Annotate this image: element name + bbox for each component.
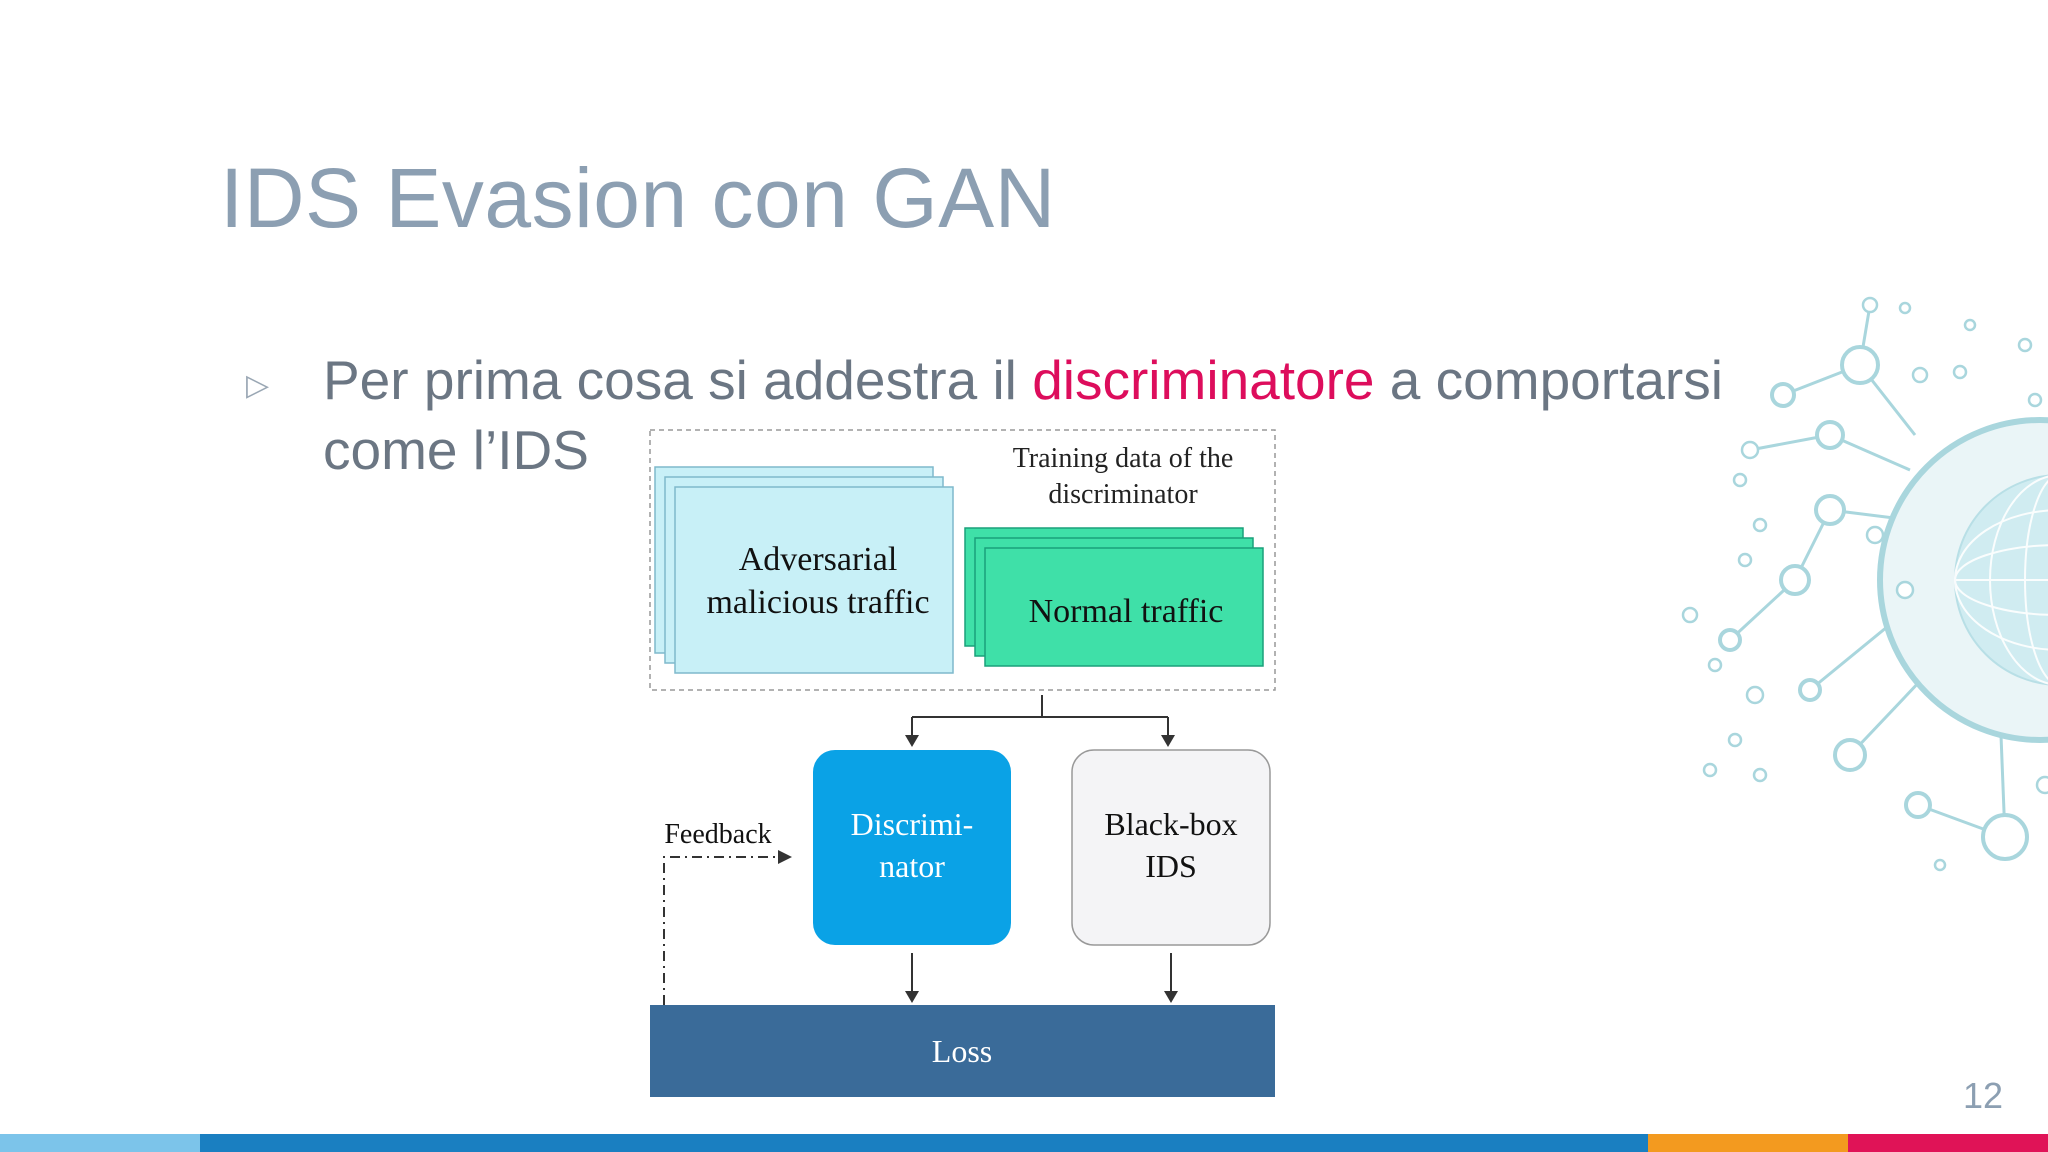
blackbox-ids-box — [1071, 749, 1271, 946]
bar-segment-blue — [200, 1134, 1648, 1152]
normal-traffic-label: Normal traffic — [1029, 593, 1224, 630]
blackbox-label-line2: IDS — [1145, 848, 1197, 884]
adversarial-traffic-stack — [654, 466, 954, 674]
gan-discriminator-diagram: Adversarial malicious traffic Training d… — [649, 429, 1276, 1097]
bar-segment-orange — [1648, 1134, 1848, 1152]
slide-title: IDS Evasion con GAN — [220, 151, 1056, 245]
adversarial-label-line1: Adversarial — [739, 541, 898, 578]
feedback-arrow — [663, 850, 792, 1005]
normal-traffic-stack — [964, 527, 1264, 667]
training-label-line2: discriminator — [1048, 479, 1198, 510]
adversarial-label-line2: malicious traffic — [706, 584, 929, 621]
bar-segment-light-blue — [0, 1134, 200, 1152]
discriminator-box — [813, 750, 1011, 945]
bullet-highlight: discriminatore — [1032, 349, 1375, 411]
training-data-container — [649, 429, 1276, 691]
loss-label: Loss — [932, 1033, 992, 1069]
training-label-line1: Training data of the — [1013, 443, 1234, 474]
feedback-label: Feedback — [664, 819, 771, 850]
bar-segment-pink — [1848, 1134, 2048, 1152]
bullet-text: Per prima cosa si addestra il discrimina… — [323, 345, 1773, 485]
blackbox-label-line1: Black-box — [1104, 806, 1237, 842]
loss-box — [650, 1005, 1275, 1097]
bullet-text-before: Per prima cosa si addestra il — [323, 349, 1033, 411]
branch-arrows — [905, 695, 1175, 747]
network-globe-decoration — [1681, 296, 2048, 872]
bullet-marker-icon: ▷ — [246, 369, 270, 402]
discriminator-label-line1: Discrimi- — [851, 806, 974, 842]
discriminator-label-line2: nator — [879, 848, 945, 884]
loss-arrows — [905, 953, 1178, 1003]
page-number: 12 — [1962, 1075, 2003, 1116]
bottom-color-bar — [0, 1134, 2048, 1152]
bullet-text-after: a comportarsi come l’IDS — [323, 349, 1723, 481]
